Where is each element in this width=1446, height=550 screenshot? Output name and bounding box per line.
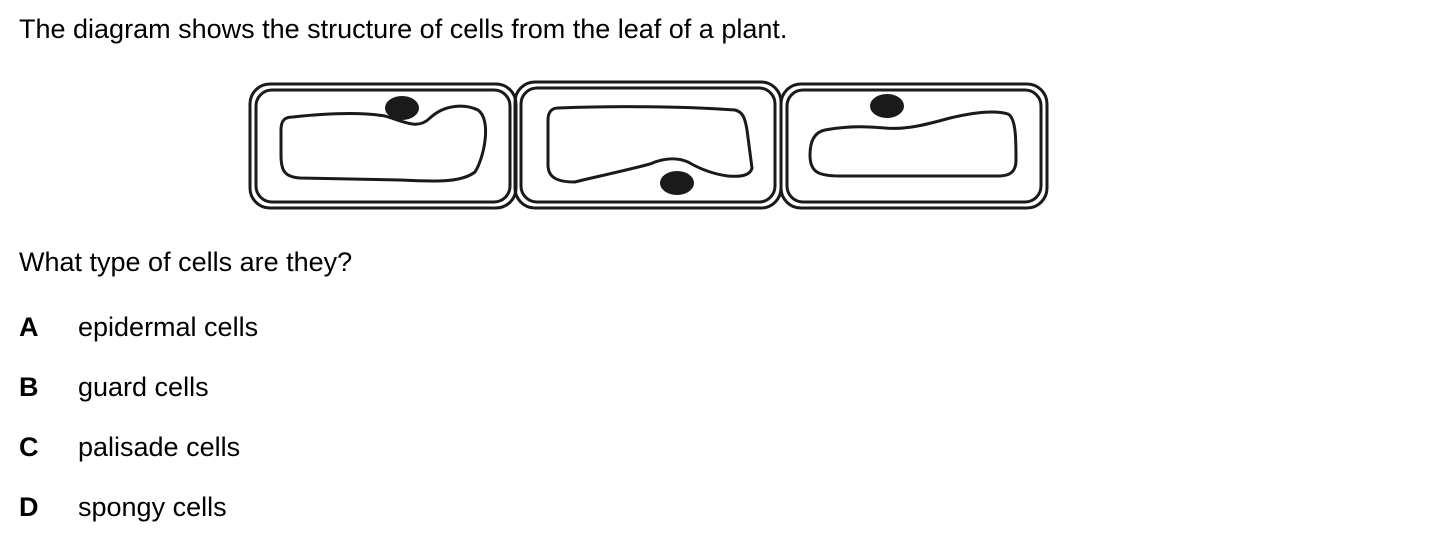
cell-2-wall-outer (513, 80, 783, 210)
cell-1-nucleus (385, 96, 419, 120)
leaf-cells-diagram (248, 80, 1049, 210)
cell-1 (248, 82, 518, 210)
cell-1-wall-inner (254, 88, 512, 204)
option-text: guard cells (78, 372, 209, 402)
option-text: spongy cells (78, 492, 227, 522)
option-c[interactable]: C palisade cells (19, 430, 258, 490)
option-text: palisade cells (78, 432, 241, 462)
cell-3 (779, 82, 1049, 210)
question-prompt: What type of cells are they? (19, 247, 353, 277)
option-letter: D (19, 492, 39, 522)
option-b[interactable]: B guard cells (19, 370, 258, 430)
cell-2-wall-inner (519, 86, 777, 204)
option-letter: A (19, 312, 39, 342)
option-letter: B (19, 372, 39, 402)
question-stem: The diagram shows the structure of cells… (19, 14, 788, 44)
cell-3-wall-inner (785, 88, 1043, 204)
cell-1-wall-outer (248, 82, 518, 210)
cell-3-nucleus (870, 94, 904, 118)
cell-2-nucleus (660, 171, 694, 195)
cell-3-vacuole (808, 110, 1018, 178)
cell-2-vacuole (546, 105, 754, 184)
cell-1-vacuole (279, 104, 487, 183)
answer-options: A epidermal cells B guard cells C palisa… (19, 310, 258, 550)
option-letter: C (19, 432, 39, 462)
option-d[interactable]: D spongy cells (19, 490, 258, 550)
cell-3-wall-outer (779, 82, 1049, 210)
option-text: epidermal cells (78, 312, 259, 342)
option-a[interactable]: A epidermal cells (19, 310, 258, 370)
cell-2 (513, 80, 783, 210)
